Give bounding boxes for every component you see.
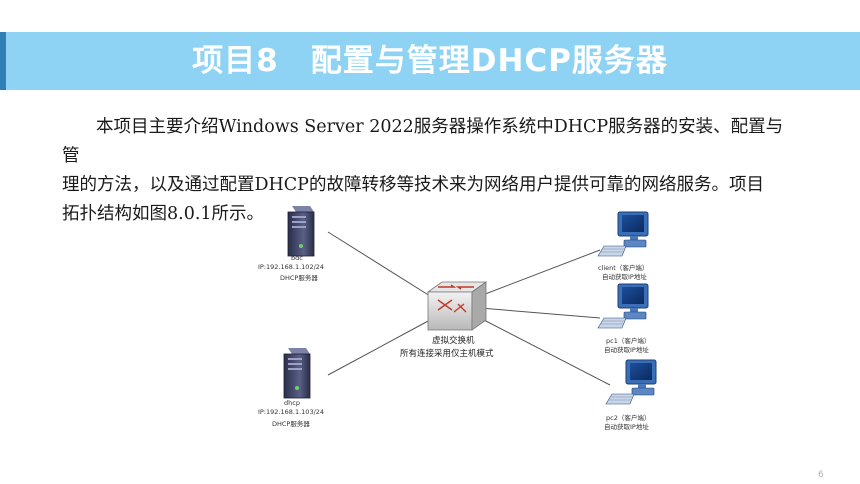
server-tower-icon (283, 347, 311, 399)
desktop-computer-icon (597, 211, 649, 257)
intro-paragraph: 本项目主要介绍Windows Server 2022服务器操作系统中DHCP服务… (62, 113, 788, 229)
pc1-desc-label: 自动获取IP地址 (604, 345, 649, 354)
network-topology-diagram: bdc IP:192.168.1.102/24 DHCP服务器 dhcp IP:… (240, 200, 680, 440)
client-desc-label: 自动获取IP地址 (602, 272, 647, 281)
pc2-desc-label: 自动获取IP地址 (604, 422, 649, 431)
slide-title: 项目8 配置与管理DHCP服务器 (192, 43, 668, 79)
link-switch-pc1 (479, 307, 601, 319)
bdc-ip-label: IP:192.168.1.102/24 (258, 263, 324, 271)
desktop-computer-icon (605, 359, 657, 405)
network-switch-icon (426, 281, 488, 331)
desktop-computer-icon (597, 283, 649, 329)
page-number: 6 (818, 470, 824, 480)
link-bdc-switch (327, 231, 431, 297)
pc2-name-label: pc2（客户端） (606, 413, 650, 422)
switch-mode-label: 所有连接采用仅主机模式 (400, 348, 494, 359)
bdc-role-label: DHCP服务器 (280, 273, 318, 282)
server-tower-icon (287, 205, 315, 257)
pc1-name-label: pc1（客户端） (606, 336, 650, 345)
paragraph-line-1: 本项目主要介绍Windows Server 2022服务器操作系统中DHCP服务… (62, 117, 784, 166)
paragraph-line-3: 拓扑结构如图8.0.1所示。 (62, 204, 265, 224)
link-switch-pc2 (479, 317, 611, 386)
bdc-name-label: bdc (291, 254, 303, 262)
dhcp-ip-label: IP:192.168.1.103/24 (258, 408, 324, 416)
link-dhcp-switch (327, 319, 431, 376)
switch-name-label: 虚拟交换机 (432, 335, 475, 346)
dhcp-role-label: DHCP服务器 (272, 419, 310, 428)
dhcp-name-label: dhcp (284, 399, 300, 407)
title-banner: 项目8 配置与管理DHCP服务器 (0, 32, 860, 90)
paragraph-line-2: 理的方法，以及通过配置DHCP的故障转移等技术来为网络用户提供可靠的网络服务。项… (62, 175, 764, 195)
topology-svg: bdc IP:192.168.1.102/24 DHCP服务器 dhcp IP:… (258, 205, 657, 431)
link-switch-client (479, 249, 601, 297)
banner-accent-bar (0, 32, 6, 90)
client-name-label: client（客户端） (598, 263, 648, 272)
